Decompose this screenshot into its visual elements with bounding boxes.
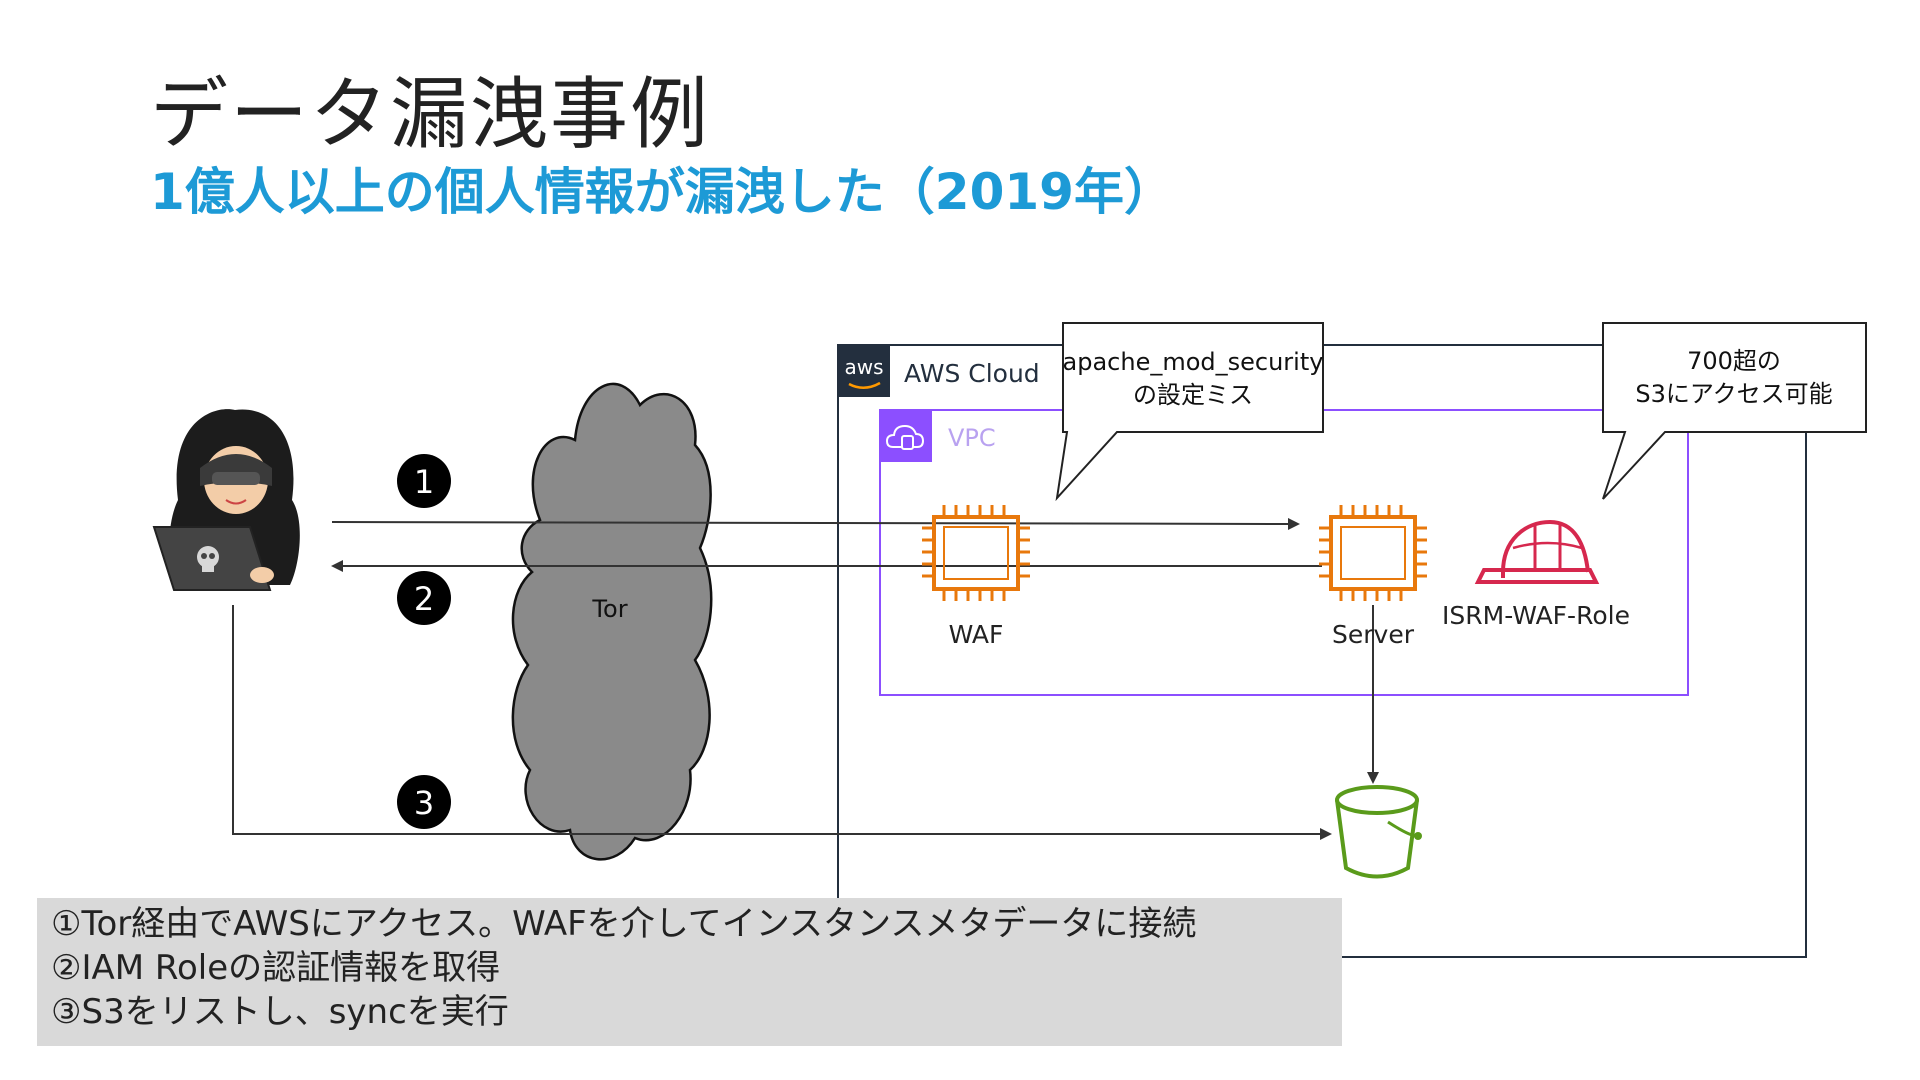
step-note: ③S3をリストし、syncを実行 bbox=[51, 992, 509, 1032]
aws-cloud-group: aws AWS Cloud bbox=[837, 344, 1807, 958]
step-1-badge: 1 bbox=[397, 454, 451, 508]
waf-chip-icon bbox=[922, 505, 1030, 601]
hooded-hacker-icon bbox=[152, 409, 300, 591]
callout-waf-misconfig: apache_mod_security の設定ミス bbox=[1055, 322, 1324, 502]
flow-request-arrow bbox=[331, 517, 1300, 530]
s3-bucket-icon bbox=[1335, 785, 1422, 879]
step-2-badge: 2 bbox=[397, 571, 451, 625]
aws-cloud-label: AWS Cloud bbox=[904, 359, 1040, 388]
step-note: ②IAM Roleの認証情報を取得 bbox=[51, 948, 501, 988]
callout-s3-access: 700超の S3にアクセス可能 bbox=[1602, 322, 1867, 500]
flow-s3-sync-arrow bbox=[232, 605, 1332, 840]
step-note: ①Tor経由でAWSにアクセス。WAFを介してインスタンスメタデータに接続 bbox=[51, 904, 1197, 944]
callout-waf-line2: の設定ミス bbox=[1133, 381, 1253, 409]
tor-cloud: Tor bbox=[511, 382, 713, 861]
callout-s3-line1: 700超の bbox=[1687, 347, 1781, 375]
vpc-label: VPC bbox=[948, 424, 996, 452]
aws-logo: aws bbox=[844, 355, 883, 379]
svg-text:2: 2 bbox=[414, 580, 434, 618]
hard-hat-icon bbox=[1474, 519, 1600, 584]
step-3-badge: 3 bbox=[397, 775, 451, 829]
svg-text:1: 1 bbox=[414, 463, 434, 501]
slide-title: データ漏洩事例 bbox=[150, 70, 711, 160]
callout-s3-line2: S3にアクセス可能 bbox=[1635, 380, 1832, 408]
vpc-cloud-icon bbox=[885, 424, 925, 450]
server-chip-icon bbox=[1319, 505, 1427, 601]
step-notes: ①Tor経由でAWSにアクセス。WAFを介してインスタンスメタデータに接続 ②I… bbox=[37, 898, 1342, 1046]
role-label: ISRM-WAF-Role bbox=[1442, 601, 1630, 630]
vpc-group: VPC bbox=[879, 409, 1689, 696]
server-label: Server bbox=[1332, 620, 1415, 649]
flow-lines bbox=[232, 517, 1379, 840]
waf-label: WAF bbox=[949, 620, 1004, 649]
svg-text:3: 3 bbox=[414, 784, 434, 822]
tor-label: Tor bbox=[591, 595, 627, 623]
slide-subtitle: 1億人以上の個人情報が漏洩した（2019年） bbox=[150, 163, 1174, 221]
callout-waf-line1: apache_mod_security bbox=[1063, 348, 1324, 376]
